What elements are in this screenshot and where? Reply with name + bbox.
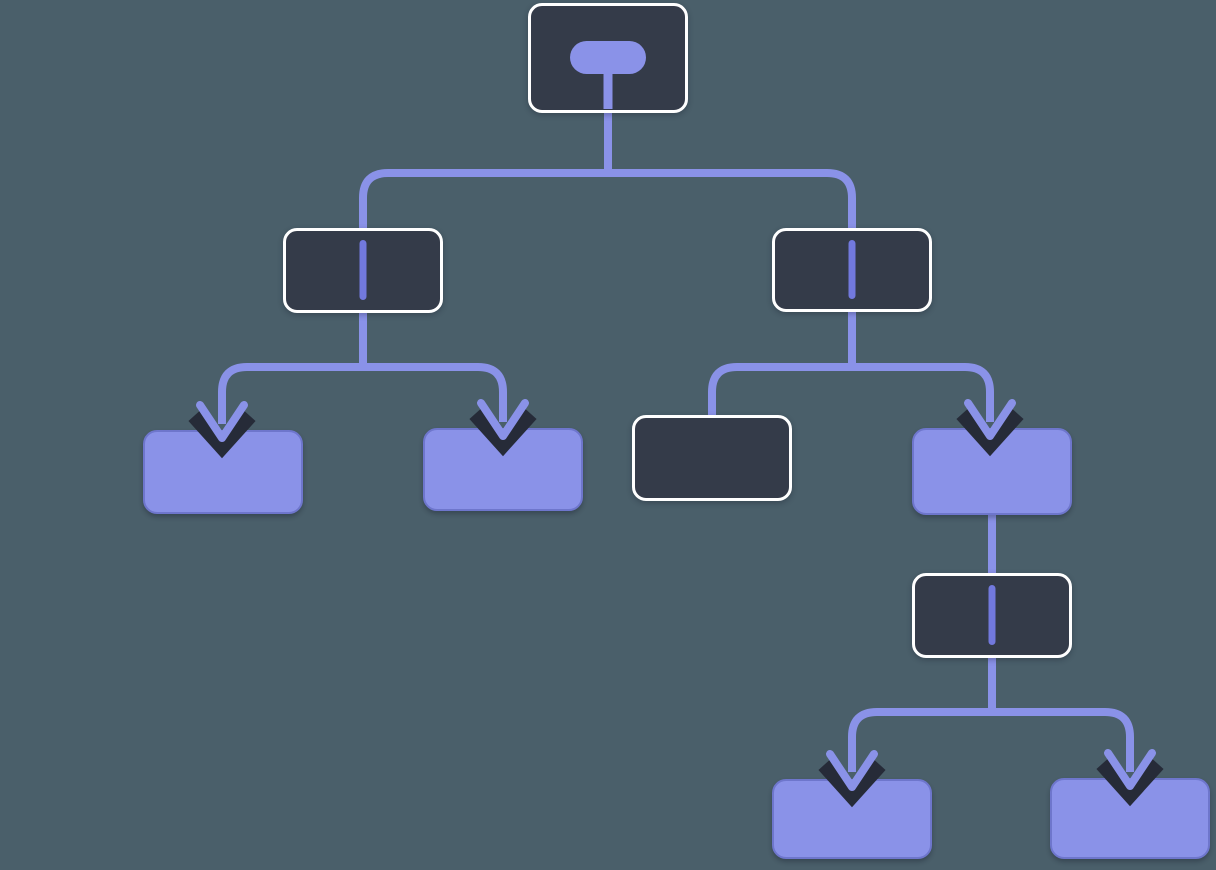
branch-node-right[interactable] — [772, 228, 932, 312]
edge-level2-left-split — [218, 363, 507, 424]
vertical-line-icon — [988, 585, 996, 645]
arrow-down-icon — [469, 399, 537, 457]
branch-node-bottom[interactable] — [912, 573, 1072, 658]
vertical-line-icon — [359, 240, 367, 300]
edge-level3-split — [848, 708, 1134, 772]
subtree-pill-stem — [603, 70, 613, 109]
arrow-down-icon — [188, 401, 256, 459]
branch-node-left[interactable] — [283, 228, 443, 313]
empty-node[interactable] — [632, 415, 792, 501]
root-node[interactable] — [528, 3, 688, 113]
edge-level2-right-split — [708, 363, 994, 422]
edge-level1-split — [359, 169, 856, 230]
subtree-pill-icon — [570, 41, 646, 74]
arrow-down-icon — [818, 750, 886, 808]
vertical-line-icon — [848, 240, 856, 299]
arrow-down-icon — [1096, 749, 1164, 807]
arrow-down-icon — [956, 399, 1024, 457]
